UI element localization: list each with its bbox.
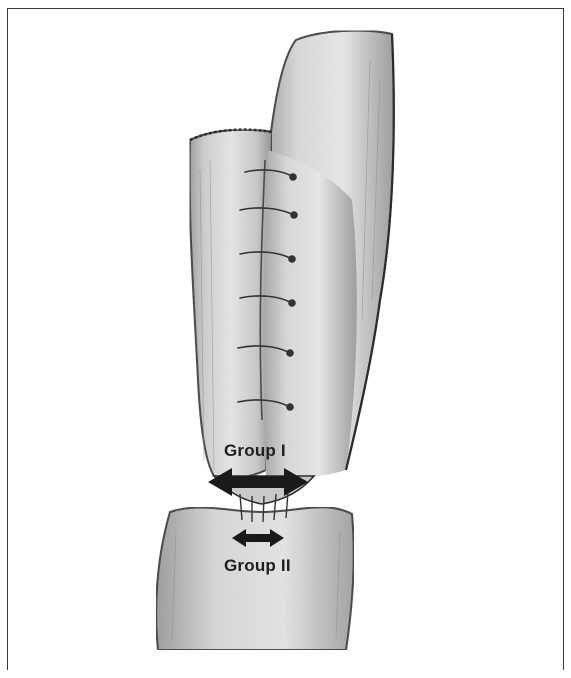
group-two-label: Group II: [224, 556, 291, 576]
suture-knot-5: [287, 350, 293, 356]
suture-knot-4: [289, 300, 295, 306]
suture-knot-3: [289, 256, 295, 262]
suture-knot-1: [290, 174, 296, 180]
wrap-right-body: [263, 150, 357, 478]
lower-tube: [156, 507, 353, 650]
group-one-label: Group I: [224, 441, 286, 461]
suture-knot-2: [291, 212, 297, 218]
suture-knot-6: [287, 404, 293, 410]
